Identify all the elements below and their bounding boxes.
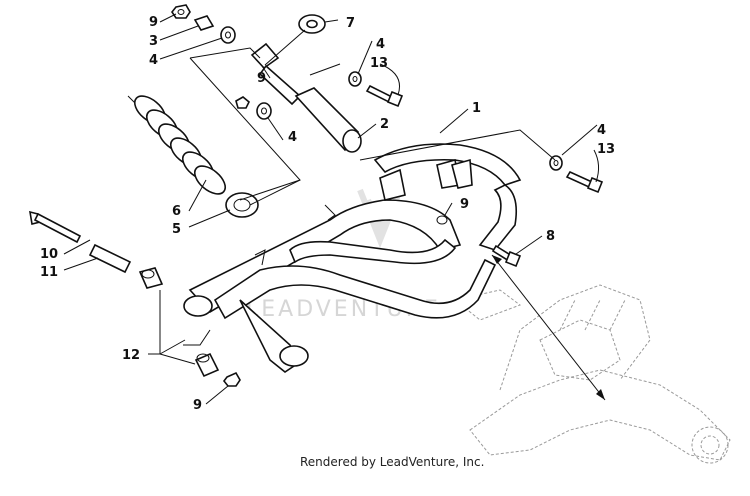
axle-ghost-illustration: [453, 284, 731, 464]
callout-2: 2: [380, 117, 389, 132]
callout-9-frame: 9: [460, 197, 469, 212]
nut-part-lower: [222, 371, 241, 387]
callout-10: 10: [40, 247, 58, 262]
spring-part: [127, 95, 227, 195]
bumper-part: [298, 14, 326, 34]
bushing-part-lower: [194, 352, 220, 378]
long-bolt-part: [29, 210, 82, 244]
callout-9-top: 9: [149, 15, 158, 30]
bushing-part: [138, 267, 164, 289]
callout-9-mid: 9: [257, 71, 266, 86]
sleeve-part-long: [88, 243, 132, 274]
callout-11: 11: [40, 265, 58, 280]
spring-retainer-part: [225, 192, 259, 218]
washer-part-right: [348, 71, 362, 87]
callout-13-shock: 13: [370, 56, 388, 71]
leader-lines: [63, 13, 600, 405]
bolt-part-right: [565, 170, 604, 194]
shock-absorber-part: [250, 42, 362, 153]
swing-arm-part: [183, 143, 522, 373]
callout-4-top: 4: [149, 53, 158, 68]
callout-5: 5: [172, 222, 181, 237]
footer-credit: Rendered by LeadVenture, Inc.: [300, 455, 484, 469]
nut-part: [171, 4, 191, 19]
callout-12: 12: [122, 348, 140, 363]
washer-part-mid: [256, 102, 272, 120]
callout-9-lower: 9: [193, 398, 202, 413]
nut-part-mid: [235, 96, 250, 109]
callout-13-right: 13: [597, 142, 615, 157]
pivot-arrow: [491, 254, 606, 401]
callout-6: 6: [172, 204, 181, 219]
callout-8: 8: [546, 229, 555, 244]
washer-part-right2: [549, 155, 563, 171]
callout-4-right: 4: [597, 123, 606, 138]
callout-3: 3: [149, 34, 158, 49]
callout-4-mid: 4: [288, 130, 297, 145]
callout-4-shock: 4: [376, 37, 385, 52]
callout-7: 7: [346, 16, 355, 31]
washer-part: [220, 26, 236, 44]
bolt-part-8: [491, 244, 522, 268]
sleeve-part: [193, 15, 215, 31]
callouts: 9 3 4 7 4 13 9 4 2 1 4 13 6 5 9 8 10 11 …: [40, 15, 615, 413]
callout-1: 1: [472, 101, 481, 116]
bolt-part: [365, 84, 404, 108]
